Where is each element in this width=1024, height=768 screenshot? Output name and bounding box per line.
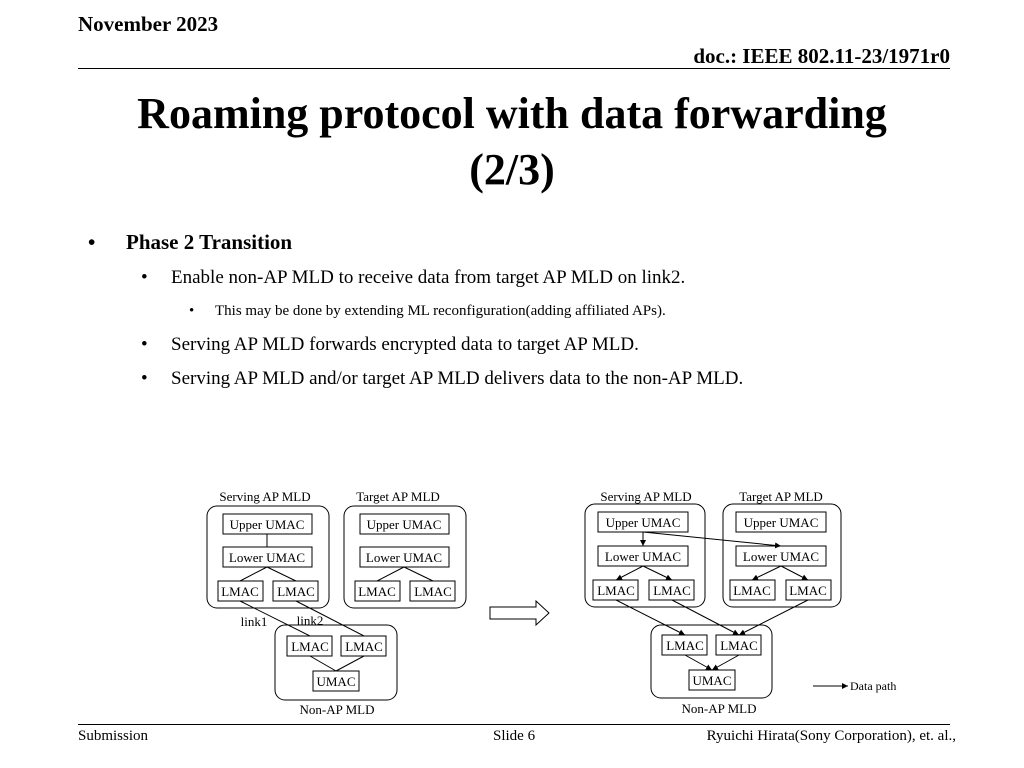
upper-umac-box <box>359 513 450 535</box>
transition-arrow-icon <box>489 599 550 627</box>
slide-title: Roaming protocol with data forwarding (2… <box>0 86 1024 198</box>
lower-umac-label: Lower UMAC <box>743 549 819 564</box>
diagram-before: Serving AP MLD Target AP MLD Upper UMAC … <box>206 489 467 717</box>
connector-line <box>309 655 337 672</box>
umac-label: UMAC <box>316 674 355 689</box>
bullet-phase-2: • Phase 2 Transition <box>88 230 293 255</box>
lmac-label: LMAC <box>291 639 329 654</box>
lmac-box <box>272 580 319 602</box>
bullet-marker: • <box>141 334 148 355</box>
target-ap-mld-label: Target AP MLD <box>356 489 440 504</box>
bullet-marker: • <box>88 230 96 254</box>
lmac-label: LMAC <box>666 638 704 653</box>
non-ap-mld-label: Non-AP MLD <box>682 701 757 716</box>
data-path-legend-label: Data path <box>850 679 896 693</box>
data-path-arrow <box>738 599 809 636</box>
lmac-box <box>354 580 401 602</box>
upper-umac-box <box>735 511 827 533</box>
data-path-arrow <box>671 599 740 636</box>
header-doc-id: doc.: IEEE 802.11-23/1971r0 <box>693 44 950 68</box>
connector-line <box>335 655 365 672</box>
bullet-text: This may be done by extending ML reconfi… <box>215 303 666 319</box>
target-ap-mld-box <box>343 505 467 609</box>
bullet-text: Enable non-AP MLD to receive data from t… <box>171 267 686 288</box>
data-path-arrow <box>615 565 644 581</box>
connector-line <box>266 566 297 582</box>
bullet-text: Serving AP MLD forwards encrypted data t… <box>171 334 639 355</box>
non-ap-mld-box <box>650 624 773 699</box>
diagram-after: Serving AP MLD Target AP MLD Upper UMAC … <box>584 489 896 716</box>
umac-label: UMAC <box>692 673 731 688</box>
data-path-arrow <box>711 654 740 671</box>
header-date: November 2023 <box>78 12 219 36</box>
mld-diagram: Serving AP MLD Target AP MLD Upper UMAC … <box>206 489 896 717</box>
bullet-ml-reconfiguration: • This may be done by extending ML recon… <box>189 303 666 320</box>
bullet-list: • Phase 2 Transition • Enable non-AP MLD… <box>88 230 744 390</box>
non-ap-mld-box <box>274 624 398 701</box>
lmac-label: LMAC <box>789 583 827 598</box>
link1-line <box>239 600 311 637</box>
data-path-arrow <box>642 565 673 581</box>
data-path-arrow <box>615 599 686 636</box>
lower-umac-label: Lower UMAC <box>605 549 681 564</box>
lmac-label: LMAC <box>277 584 315 599</box>
lmac-label: LMAC <box>653 583 691 598</box>
upper-umac-label: Upper UMAC <box>744 515 819 530</box>
link2-label: link2 <box>297 613 324 628</box>
lmac-label: LMAC <box>414 584 452 599</box>
lmac-label: LMAC <box>733 583 771 598</box>
data-path-arrow <box>684 654 713 671</box>
footer-slide-number: Slide 6 <box>493 728 536 744</box>
connector-line <box>239 566 268 582</box>
bullet-marker: • <box>189 303 195 319</box>
lmac-label: LMAC <box>358 584 396 599</box>
lmac-label: LMAC <box>720 638 758 653</box>
connector-line <box>376 566 405 582</box>
link2-line <box>295 600 365 637</box>
upper-umac-label: Upper UMAC <box>606 515 681 530</box>
upper-umac-label: Upper UMAC <box>367 517 442 532</box>
serving-ap-mld-box <box>206 505 330 609</box>
bullet-enable-receive: • Enable non-AP MLD to receive data from… <box>141 267 686 289</box>
bullet-text: Phase 2 Transition <box>126 230 293 254</box>
lmac-box <box>785 579 832 601</box>
upper-umac-label: Upper UMAC <box>230 517 305 532</box>
connector-line <box>403 566 434 582</box>
bullet-delivery: • Serving AP MLD and/or target AP MLD de… <box>141 368 744 390</box>
bullet-text: Serving AP MLD and/or target AP MLD deli… <box>171 368 744 389</box>
bullet-forwarding: • Serving AP MLD forwards encrypted data… <box>141 334 639 356</box>
bullet-marker: • <box>141 267 148 288</box>
link1-label: link1 <box>241 614 268 629</box>
header-divider <box>78 68 950 69</box>
data-path-arrow <box>642 531 782 549</box>
non-ap-mld-label: Non-AP MLD <box>300 702 375 717</box>
serving-ap-mld-box <box>584 503 706 608</box>
data-path-arrows <box>615 531 848 689</box>
lmac-box <box>409 580 456 602</box>
data-path-arrow <box>780 565 809 581</box>
slide-title-line-1: Roaming protocol with data forwarding <box>137 89 887 138</box>
footer-author: Ryuichi Hirata(Sony Corporation), et. al… <box>706 728 956 744</box>
bullet-marker: • <box>141 368 148 389</box>
target-ap-mld-box <box>722 503 842 608</box>
lmac-label: LMAC <box>221 584 259 599</box>
target-ap-mld-label: Target AP MLD <box>739 489 823 504</box>
serving-ap-mld-label: Serving AP MLD <box>600 489 691 504</box>
lower-umac-label: Lower UMAC <box>366 550 442 565</box>
footer-submission: Submission <box>78 728 149 744</box>
slide-title-line-2: (2/3) <box>469 145 555 194</box>
serving-ap-mld-label: Serving AP MLD <box>219 489 310 504</box>
lmac-box <box>592 579 639 601</box>
footer-divider <box>78 724 950 725</box>
data-path-arrow <box>751 565 782 581</box>
lmac-label: LMAC <box>597 583 635 598</box>
lower-umac-label: Lower UMAC <box>229 550 305 565</box>
lmac-label: LMAC <box>345 639 383 654</box>
umac-box <box>312 670 360 692</box>
